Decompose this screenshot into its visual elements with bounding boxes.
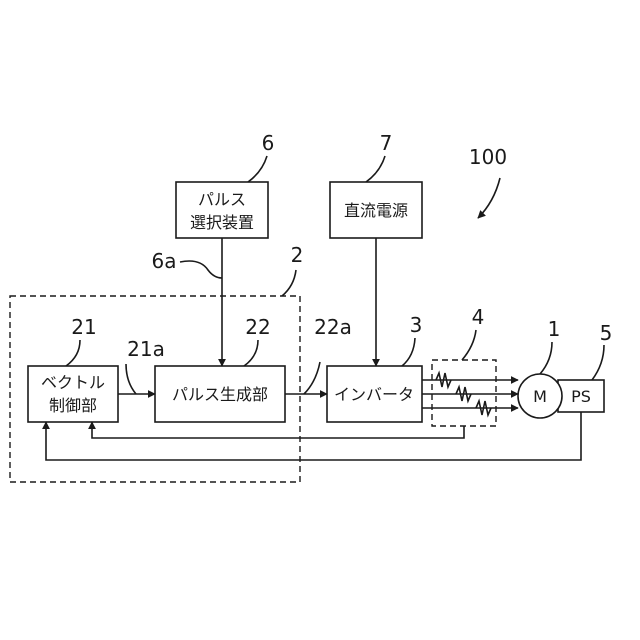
leader-4 <box>462 330 476 360</box>
leader-100 <box>478 178 500 218</box>
ref-6a: 6a <box>152 249 177 273</box>
ref-22: 22 <box>245 315 270 339</box>
ref-3: 3 <box>410 313 423 337</box>
ref-21: 21 <box>71 315 96 339</box>
leader-22a <box>304 362 320 394</box>
leader-1 <box>540 342 552 374</box>
ref-4: 4 <box>472 305 485 329</box>
vector-control-label-line1: ベクトル <box>41 373 105 392</box>
ref-100: 100 <box>469 145 507 169</box>
ref-5: 5 <box>600 321 613 345</box>
three-phase-lines <box>422 373 518 415</box>
leader-6a <box>180 261 222 278</box>
position-sensor-block: PS <box>558 380 604 412</box>
inverter-label: インバータ <box>334 385 414 404</box>
dc-power-block: 直流電源 <box>330 182 422 238</box>
dc-power-label: 直流電源 <box>344 201 408 220</box>
pulse-generator-label: パルス生成部 <box>172 385 268 404</box>
ref-6: 6 <box>262 131 275 155</box>
leader-6 <box>248 156 267 182</box>
leader-7 <box>366 156 385 182</box>
position-sensor-label: PS <box>571 387 591 406</box>
pulse-selector-label-line2: 選択装置 <box>190 213 254 232</box>
ref-2: 2 <box>291 243 304 267</box>
leader-3 <box>402 338 415 366</box>
leader-22 <box>244 340 258 366</box>
ref-21a: 21a <box>127 337 165 361</box>
ref-7: 7 <box>380 131 393 155</box>
motor-label: M <box>533 387 547 406</box>
vector-control-block: ベクトル 制御部 <box>28 366 118 422</box>
current-feedback-line <box>92 422 464 438</box>
leader-2 <box>282 270 296 296</box>
pulse-generator-block: パルス生成部 <box>155 366 285 422</box>
leader-5 <box>592 345 604 380</box>
leader-21a <box>126 364 136 394</box>
motor-symbol: M <box>518 374 562 418</box>
leader-21 <box>66 340 80 366</box>
ref-22a: 22a <box>314 315 352 339</box>
inverter-block: インバータ <box>327 366 422 422</box>
pulse-selector-block: パルス 選択装置 <box>176 182 268 238</box>
pulse-selector-label-line1: パルス <box>198 190 246 209</box>
vector-control-label-line2: 制御部 <box>49 396 97 415</box>
ref-1: 1 <box>548 317 561 341</box>
position-feedback-line <box>46 412 581 460</box>
